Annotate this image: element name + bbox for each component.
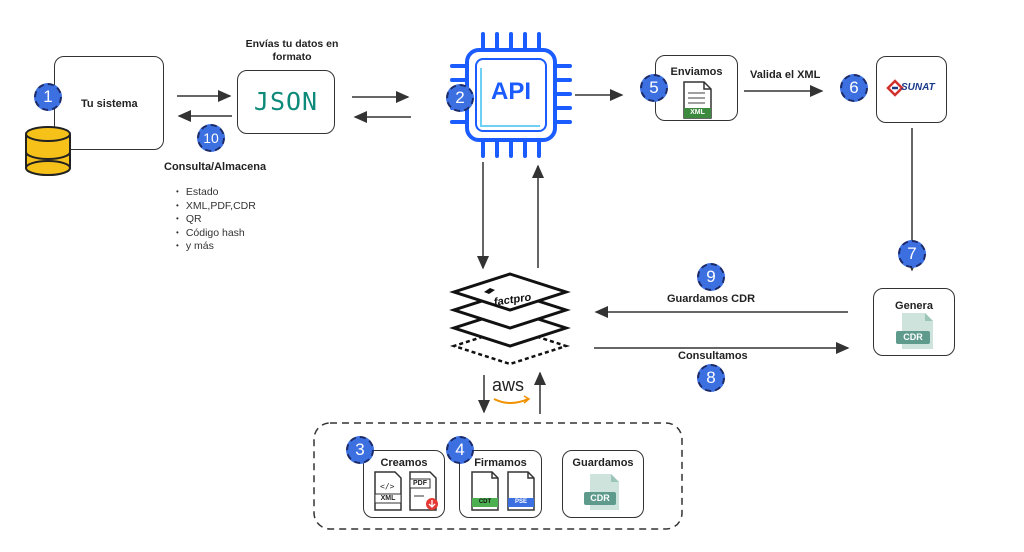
step-badge-7: 7 [898,240,926,268]
consulta-title: Consulta/Almacena [164,161,267,173]
system-label: Tu sistema [81,98,138,110]
json-box[interactable]: JSON [237,70,335,134]
firmamos-label: Firmamos [474,457,527,469]
valida-label: Valida el XML [750,69,821,81]
enviamos-label: Enviamos [670,66,723,78]
sunat-logo-icon [886,79,904,97]
step-badge-10: 10 [197,124,225,152]
guardamos-cdr-label: Guardamos CDR [667,293,756,305]
consulta-item: XML,PDF,CDR [176,200,256,214]
json-label: JSON [253,87,319,116]
firmamos-pse-text: PSE [514,499,527,505]
firmamos-box[interactable]: Firmamos [459,450,542,518]
storage-group-border [313,422,683,530]
consultamos-label: Consultamos [678,350,748,362]
consulta-item: Código hash [176,227,256,241]
json-caption: Envías tu datos en formato [245,38,339,63]
consulta-item: y más [176,240,256,254]
genera-label: Genera [895,300,933,312]
consulta-list: Estado XML,PDF,CDR QR Código hash y más [176,186,256,254]
firmamos-cdt-text: CDT [478,499,492,505]
consulta-item: Estado [176,186,256,200]
step-badge-8: 8 [697,364,725,392]
step-badge-4: 4 [446,436,474,464]
step-badge-3: 3 [346,436,374,464]
creamos-pdf-text: PDF [413,480,427,487]
guardamos-label: Guardamos [572,457,634,469]
creamos-box[interactable]: Creamos [363,450,445,518]
consulta-item: QR [176,213,256,227]
step-badge-2: 2 [446,84,474,112]
sunat-label: SUNAT [901,82,935,93]
api-label: API [490,78,531,105]
genera-cdr-text: CDR [903,332,923,342]
step-badge-1: 1 [34,83,62,111]
creamos-label: Creamos [380,457,428,469]
guardamos-box[interactable]: Guardamos [562,450,644,518]
creamos-xml-text: XML [380,495,396,502]
aws-logo-label: aws [492,375,525,395]
guardamos-cdr-text: CDR [590,493,610,503]
step-badge-9: 9 [697,263,725,291]
sunat-box[interactable]: SUNAT [876,56,947,123]
xml-icon-text: XML [690,109,705,116]
step-badge-6: 6 [840,74,868,102]
system-box[interactable]: Tu sistema [54,56,164,150]
step-badge-5: 5 [640,74,668,102]
